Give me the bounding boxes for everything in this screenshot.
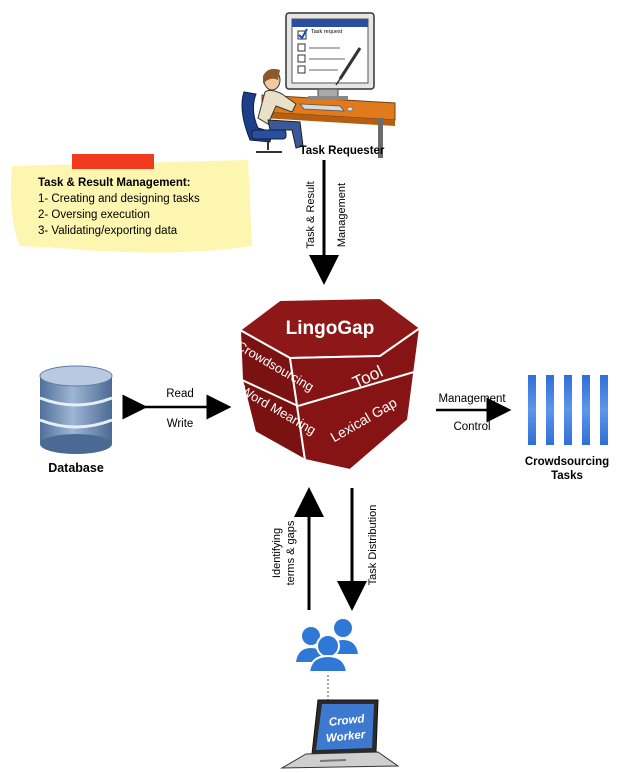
tasks-label-2: Tasks — [551, 470, 583, 482]
monitor-icon — [285, 12, 375, 100]
read-label: Read — [166, 388, 194, 400]
note-title: Task & Result Management: — [38, 177, 191, 189]
laptop-icon — [280, 699, 400, 769]
sticky-note — [11, 154, 252, 253]
arrow-up-label-2: terms & gaps — [285, 520, 297, 585]
note-item: 2- Oversing execution — [38, 209, 150, 221]
crowd-worker-label-2: Worker — [325, 729, 366, 745]
arrow-up-label-1: Identifying — [271, 528, 283, 578]
task-bars-icon — [528, 375, 608, 445]
note-tape — [72, 154, 154, 169]
database-icon — [39, 365, 113, 454]
arrow-top-label-2: Management — [336, 183, 348, 247]
chair-icon — [241, 91, 287, 153]
database-label: Database — [48, 461, 104, 475]
note-item: 3- Validating/exporting data — [38, 225, 178, 237]
control-label: Control — [453, 421, 490, 433]
arrow-down-label: Task Distribution — [367, 505, 379, 586]
crowd-worker-label-1: Crowd — [328, 713, 366, 729]
tasks-label-1: Crowdsourcing — [525, 456, 609, 468]
lingogap-cube — [238, 296, 422, 472]
management-label: Management — [438, 393, 506, 405]
person-icon — [257, 68, 304, 149]
cube-top-label: LingoGap — [286, 318, 375, 339]
task-requester-illustration: Task request — [241, 12, 396, 158]
note-item: 1- Creating and designing tasks — [38, 193, 200, 205]
people-icon — [296, 619, 358, 673]
form-title: Task request — [311, 29, 343, 35]
arrow-top-label-1: Task & Result — [305, 181, 317, 248]
task-requester-label: Task Requester — [300, 145, 385, 157]
write-label: Write — [167, 418, 194, 430]
